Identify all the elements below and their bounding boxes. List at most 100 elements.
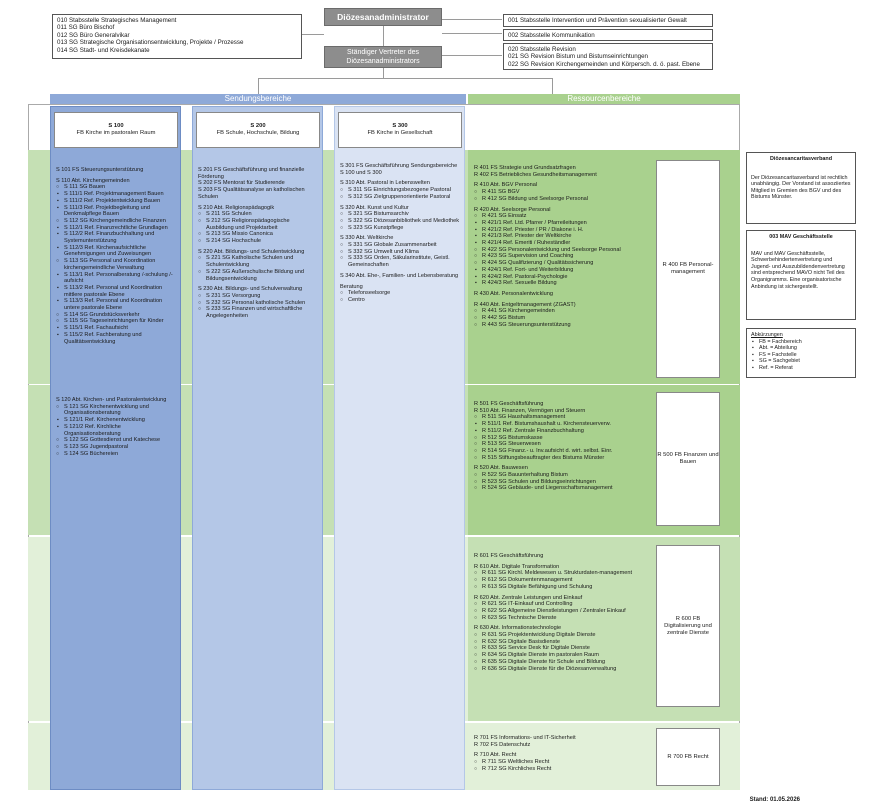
abbr-item: Abt. = Abteilung [751,345,851,352]
sub-unit: S 331 SG Globale Zusammenarbeit [340,242,460,249]
referat: R 424/2 Ref. Pastoral-Psychologie [474,274,651,281]
unit-heading: R 630 Abt. Informationstechnologie [474,625,562,632]
referat: S 121/1 Ref. Kirchenentwicklung [56,417,176,424]
unit-heading: S 330 Abt. Weltkirche [340,235,394,242]
sub-unit: S 121 SG Kirchenentwicklung und Organisa… [56,404,176,417]
sub-unit: S 312 SG Zielgruppenorientierte Pastoral [340,194,460,201]
sub-unit: S 115 SG Tageseinrichtungen für Kinder [56,318,176,325]
band-sendung [50,94,466,104]
sub-unit: R 611 SG Kirchl. Meldewesen u. Strukturd… [474,570,651,577]
abbr-item: Ref. = Referat [751,365,851,372]
unit-heading: S 301 FS Geschäftsführung Sendungsbereic… [340,163,458,176]
abbr-item: FB = Fachbereich [751,339,851,346]
r600-label: R 600 FB Digitalisierung und zentrale Di… [664,615,712,636]
unit-heading: S 203 FS Qualitätsanalyse an katholische… [198,187,305,200]
referat: S 113/2 Ref. Personal und Koordination m… [56,285,176,298]
referat: R 421/3 Ref. Priester der Weltkirche [474,233,651,240]
line: 001 Stabsstelle Intervention und Prävent… [508,17,687,24]
unit-heading: R 601 FS Geschäftsführung [474,553,544,559]
sub-unit: S 113 SG Personal und Koordination kirch… [56,258,176,271]
r400-box: R 400 FB Personal-management [656,160,720,378]
sub-unit: R 613 SG Digitale Befähigung und Schulun… [474,584,651,591]
r700-box: R 700 FB Recht [656,728,720,786]
sub-unit: R 523 SG Schulen und Bildungseinrichtung… [474,479,651,486]
deputy-box: Ständiger Vertreter des Diözesanadminist… [324,46,442,68]
sub-unit: S 123 SG Jugendpastoral [56,444,176,451]
sub-unit: S 114 SG Grundstücksverkehr [56,312,176,319]
sub-unit: S 112 SG Kirchengemeindliche Finanzen [56,218,176,225]
sub-unit: S 214 SG Hochschule [198,238,318,245]
connector [552,78,553,94]
revision-box: 020 Stabsstelle Revision 021 SG Revision… [503,43,713,70]
s200-list: S 201 FS Geschäftsführung und finanziell… [194,164,322,384]
caritas-box: Diözesancaritasverband Der Diözesancarit… [746,152,856,224]
referat: S 111/2 Ref. Projektentwicklung Bauen [56,198,176,205]
unit-heading: R 510 Abt. Finanzen, Vermögen und Steuer… [474,407,586,414]
r700-label: R 700 FB Recht [667,753,709,760]
sub-unit: S 311 SG Einrichtungsbezogene Pastoral [340,187,460,194]
unit-heading: R 620 Abt. Zentrale Leistungen und Einka… [474,594,583,601]
line: 010 Stabsstelle Strategisches Management [57,17,177,24]
sub-unit: S 332 SG Umwelt und Klima [340,249,460,256]
sub-unit: R 443 SG Steuerungsunterstützung [474,322,651,329]
r400-label: R 400 FB Personal-management [662,262,714,275]
sub-unit: R 515 Stiftungsbeauftragter des Bistums … [474,455,651,462]
sub-unit: R 633 SG Service Desk für Digitale Diens… [474,645,651,652]
unit-heading: S 220 Abt. Bildungs- und Schulentwicklun… [198,248,305,255]
stand-date: Stand: 01.05.2026 [749,797,800,803]
unit-heading: S 110 Abt. Kirchengemeinden [56,177,130,184]
sub-unit: S 212 SG Religionspädagogische Ausbildun… [198,218,318,231]
caritas-text: Der Diözesancaritasverband ist rechtlich… [751,174,851,201]
unit-heading: R 501 FS Geschäftsführung [474,401,544,407]
s200-code: S 200 [250,123,266,129]
line: 014 SG Stadt- und Kreisdekanate [57,46,150,54]
sub-unit: R 621 SG IT-Einkauf und Controlling [474,601,651,608]
s300-code: S 300 [392,123,408,129]
deputy-title: Ständiger Vertreter des Diözesanadminist… [346,49,420,65]
unit-heading: S 210 Abt. Religionspädagogik [198,204,275,211]
referat: R 511/1 Ref. Bistumshaushalt u. Kirchens… [474,421,651,428]
sub-unit: R 622 SG Allgemeine Dienstleistungen / Z… [474,608,651,615]
unit-heading: R 440 Abt. Entgeltmanagement (ZGAST) [474,301,576,308]
unit-heading: R 420 Abt. Seelsorge Personal [474,206,551,213]
referat: R 421/4 Ref. Emeriti / Ruheständler [474,240,651,247]
line: 002 Stabsstelle Kommunikation [508,32,595,39]
sub-unit: R 422 SG Personalentwicklung und Seelsor… [474,247,651,254]
sub-unit: S 233 SG Finanzen und wirtschaftliche An… [198,306,318,319]
connector [383,68,384,78]
unit-heading: R 701 FS Informations- und IT-Sicherheit [474,735,576,741]
line: 012 SG Büro Generalvikar [57,31,130,39]
sub-unit: R 711 SG Weltliches Recht [474,759,651,766]
referat: S 112/2 Ref. Finanzbuchhaltung und Syste… [56,231,176,244]
referat: S 121/2 Ref. Kirchliche Organisationsber… [56,424,176,437]
band-sendung-label: Sendungsbereiche [224,94,292,103]
referat: S 112/3 Ref. Kirchenaufsichtliche Genehm… [56,245,176,258]
referat: S 111/1 Ref. Projektmanagement Bauen [56,191,176,198]
unit-heading: R 430 Abt. Personalentwicklung [474,290,553,297]
sub-unit: S 213 SG Missio Canonica [198,231,318,238]
sub-unit: S 232 SG Personal katholische Schulen [198,300,318,307]
sub-unit: R 631 SG Projektentwicklung Digitale Die… [474,632,651,639]
sub-unit: S 122 SG Gottesdienst und Katechese [56,437,176,444]
sub-unit: R 424 SG Qualifizierung / Qualitätssiche… [474,260,651,267]
sub-unit: R 512 SG Bistumskasse [474,435,651,442]
sub-unit: R 442 SG Bistum [474,315,651,322]
sub-unit: R 513 SG Steuerwesen [474,441,651,448]
band-ressourcen-label: Ressourcenbereiche [567,94,641,103]
r600-box: R 600 FB Digitalisierung und zentrale Di… [656,545,720,707]
sub-unit: R 514 SG Finanz.- u. Inv.aufsicht d. wir… [474,448,651,455]
connector [258,78,552,79]
sub-unit: S 111 SG Bauen [56,184,176,191]
connector [442,55,502,56]
sub-unit: S 124 SG Büchereien [56,451,176,458]
sub-unit: S 211 SG Schulen [198,211,318,218]
sub-unit: S 321 SG Bistumsarchiv [340,211,460,218]
unit-heading: S 340 Abt. Ehe-, Familien- und Lebensber… [340,272,459,279]
connector [442,33,502,34]
sub-unit: R 635 SG Digitale Dienste für Schule und… [474,659,651,666]
sub-unit: Centro [340,297,460,304]
unit-heading: R 520 Abt. Bauwesen [474,465,528,472]
sub-unit: S 333 SG Orden, Säkularinstitute, Geistl… [340,255,460,268]
